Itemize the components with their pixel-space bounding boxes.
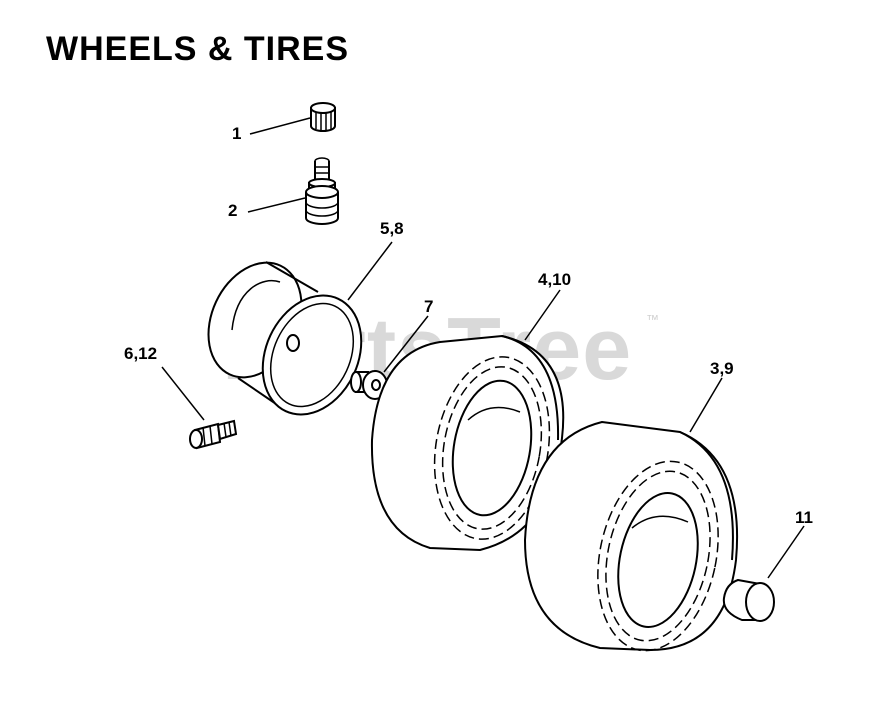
valve-stem-drawing xyxy=(305,157,339,225)
callout-label: 3,9 xyxy=(710,359,734,378)
callout-label: 4,10 xyxy=(538,270,572,289)
page-title: WHEELS & TIRES xyxy=(46,30,350,68)
callout-label: 11 xyxy=(795,508,813,527)
callout-label: 1 xyxy=(232,124,242,143)
rim-drawing xyxy=(207,261,363,416)
callout-label: 5,8 xyxy=(380,219,404,238)
front-tire-drawing xyxy=(370,334,565,552)
rear-tire-drawing xyxy=(523,420,739,652)
valve-cap-drawing xyxy=(310,102,336,132)
leader-lines xyxy=(161,117,805,579)
callout-label: 7 xyxy=(424,297,434,316)
callout-label: 6,12 xyxy=(124,344,158,363)
hub-cap-drawing xyxy=(722,578,775,622)
grease-fitting-drawing xyxy=(189,419,238,450)
watermark-trademark: ™ xyxy=(646,312,659,327)
callout-label: 2 xyxy=(228,201,238,220)
